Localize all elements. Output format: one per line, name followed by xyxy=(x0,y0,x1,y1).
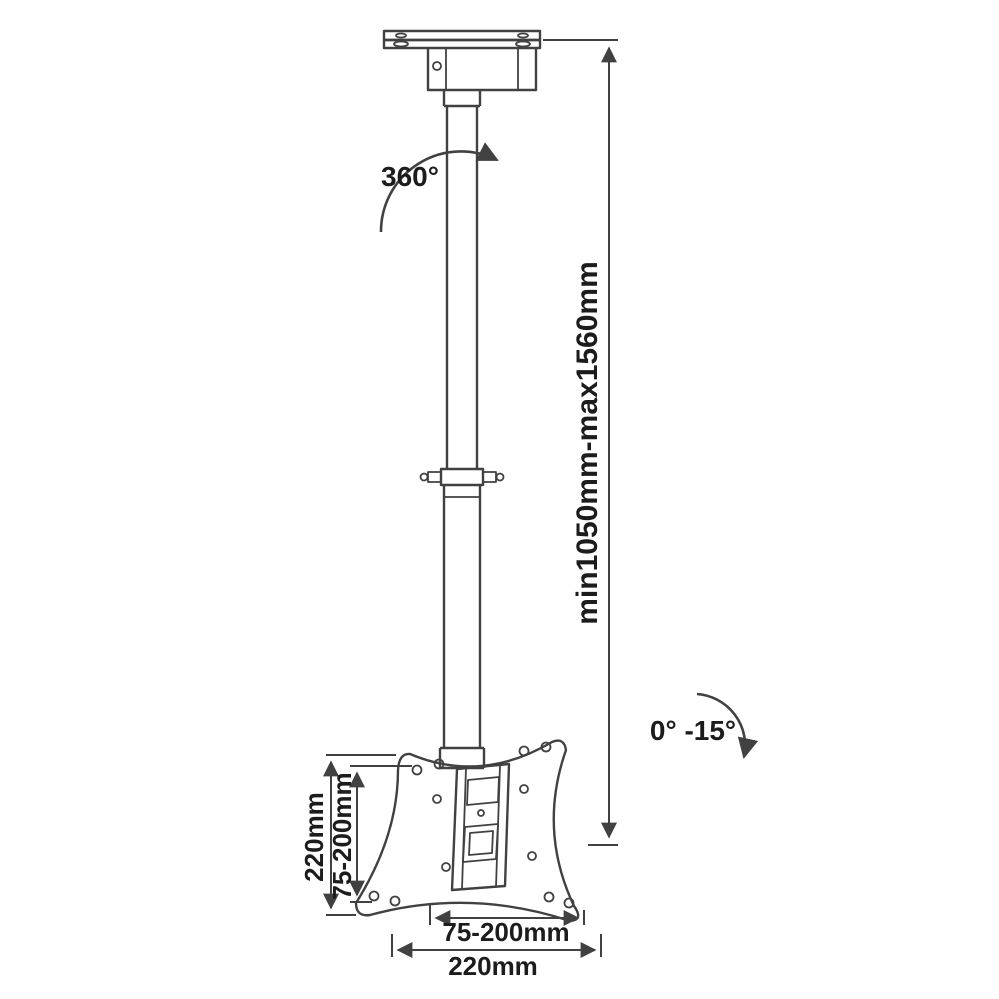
plate-height-inner-label: 75-200mm xyxy=(327,772,357,899)
tilt-annotation: 0° -15° xyxy=(650,692,759,760)
ceiling-bracket xyxy=(382,29,542,108)
rotation-annotation: 360° xyxy=(379,142,499,233)
center-bracket xyxy=(450,762,511,892)
tilt-arrow-icon xyxy=(696,692,759,760)
tilt-joint xyxy=(438,746,486,770)
tilt-angle-label: 0° -15° xyxy=(650,715,736,746)
plate-width-inner-label: 75-200mm xyxy=(442,917,569,947)
dimension-plate-height-outer: 220mm xyxy=(299,754,396,916)
dimension-height-range: min1050mm-max1560mm xyxy=(543,39,618,846)
dimension-plate-width-outer: 220mm xyxy=(391,934,602,981)
plate-width-outer-label: 220mm xyxy=(448,951,538,981)
plate-height-outer-label: 220mm xyxy=(299,792,329,882)
rotation-arrow-icon xyxy=(379,142,499,233)
height-adjustment-clamp xyxy=(419,467,505,487)
dimension-plate-height-inner: 75-200mm xyxy=(327,765,412,903)
rotation-angle-label: 360° xyxy=(381,161,439,192)
height-range-label: min1050mm-max1560mm xyxy=(571,261,604,625)
bracket-bolt-icon xyxy=(432,61,442,71)
telescopic-pole xyxy=(419,106,505,770)
